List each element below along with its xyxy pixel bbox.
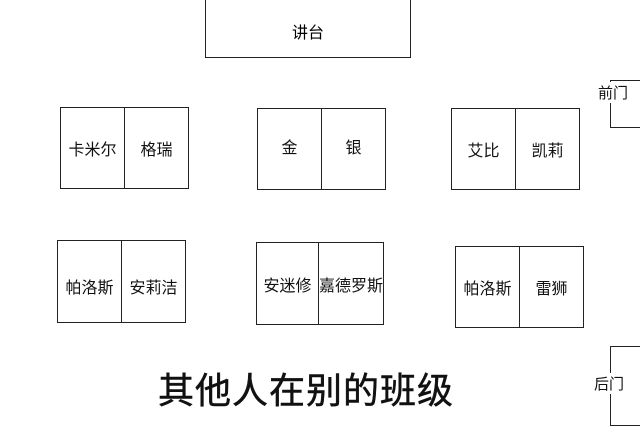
seat: 帕洛斯 — [463, 279, 512, 298]
desk-1: 卡米尔 格瑞 — [60, 107, 189, 189]
seat: 银 — [321, 109, 385, 189]
desk-4: 帕洛斯 安莉洁 — [57, 240, 186, 323]
desk-6: 帕洛斯 雷狮 — [455, 246, 584, 328]
back-door-label: 后门 — [594, 373, 625, 394]
desk-5: 安迷修 嘉德罗斯 — [256, 242, 384, 325]
podium-label: 讲台 — [291, 23, 324, 42]
desk-2: 金 银 — [257, 108, 386, 190]
seat: 卡米尔 — [68, 140, 117, 159]
seat: 凯莉 — [515, 109, 579, 189]
seat: 帕洛斯 — [65, 277, 114, 297]
seat: 金 — [281, 138, 298, 157]
seat: 安莉洁 — [121, 241, 185, 322]
caption: 其他人在别的班级 — [158, 371, 455, 413]
seat: 格瑞 — [124, 108, 188, 188]
front-door-label: 前门 — [598, 82, 629, 103]
seat: 嘉德罗斯 — [317, 243, 383, 324]
seat: 安迷修 — [263, 275, 312, 295]
podium: 讲台 — [205, 0, 411, 58]
seat: 雷狮 — [519, 247, 583, 327]
desk-3: 艾比 凯莉 — [451, 108, 580, 190]
seat: 艾比 — [467, 141, 500, 160]
